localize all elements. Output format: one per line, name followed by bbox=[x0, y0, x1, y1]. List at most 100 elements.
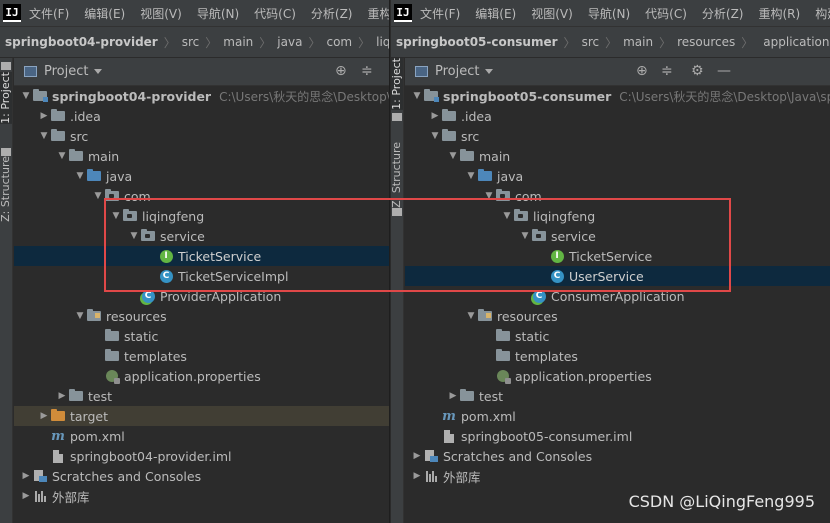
tree-row[interactable]: ▶test bbox=[14, 386, 389, 406]
tree-row[interactable]: ▶Scratches and Consoles bbox=[14, 466, 389, 486]
tree-row[interactable]: ▼liqingfeng bbox=[14, 206, 389, 226]
tree-row[interactable]: ▶test bbox=[405, 386, 830, 406]
panel-title[interactable]: Project bbox=[435, 64, 480, 79]
chevron-down-icon[interactable]: ▼ bbox=[76, 311, 84, 321]
chevron-right-icon[interactable]: ▶ bbox=[431, 111, 439, 121]
panel-title[interactable]: Project bbox=[44, 64, 89, 79]
intellij-logo-icon[interactable]: IJ bbox=[394, 4, 412, 22]
chevron-down-icon[interactable]: ▼ bbox=[22, 91, 30, 101]
tree-row[interactable]: ▼resources bbox=[14, 306, 389, 326]
tree-row[interactable]: ▼liqingfeng bbox=[405, 206, 830, 226]
tree-row[interactable]: ▶springboot04-provider.iml bbox=[14, 446, 389, 466]
tab-project[interactable]: 1: Project bbox=[0, 72, 12, 124]
tree-row[interactable]: ▶外部库 bbox=[14, 486, 389, 506]
breadcrumb-item[interactable]: com bbox=[326, 35, 353, 49]
tree-row[interactable]: ▶application.properties bbox=[14, 366, 389, 386]
chevron-right-icon[interactable]: ▶ bbox=[22, 471, 30, 481]
tree-row[interactable]: ▼main bbox=[14, 146, 389, 166]
menu-item[interactable]: 文件(F) bbox=[420, 6, 461, 21]
tab-structure[interactable]: Z: Structure bbox=[391, 142, 403, 208]
chevron-down-icon[interactable]: ▼ bbox=[485, 191, 493, 201]
breadcrumb-item[interactable]: springboot05-consumer bbox=[396, 35, 558, 49]
menu-item[interactable]: 编辑(E) bbox=[475, 6, 517, 21]
tree-row[interactable]: ▶Scratches and Consoles bbox=[405, 446, 830, 466]
chevron-down-icon[interactable]: ▼ bbox=[58, 151, 66, 161]
breadcrumb-item[interactable]: liqingfeng bbox=[376, 35, 390, 49]
tab-structure[interactable]: Z: Structure bbox=[0, 156, 12, 222]
tree-row[interactable]: ▶.idea bbox=[14, 106, 389, 126]
locate-icon[interactable]: ⊕ bbox=[335, 63, 347, 79]
tree-row[interactable]: ▼service bbox=[14, 226, 389, 246]
breadcrumb-item[interactable]: springboot04-provider bbox=[5, 35, 158, 49]
breadcrumb-item[interactable]: application.prope bbox=[763, 35, 830, 49]
tree-row[interactable]: ▶static bbox=[14, 326, 389, 346]
chevron-right-icon[interactable]: ▶ bbox=[413, 451, 421, 461]
menu-item[interactable]: 导航(N) bbox=[196, 6, 240, 21]
menu-item[interactable]: 编辑(E) bbox=[84, 6, 126, 21]
tree-row[interactable]: ▶templates bbox=[14, 346, 389, 366]
chevron-down-icon[interactable] bbox=[94, 69, 103, 74]
collapse-all-icon[interactable]: ≑ bbox=[361, 63, 373, 79]
tree-row[interactable]: ▼com bbox=[14, 186, 389, 206]
tree-row[interactable]: ▼com bbox=[405, 186, 830, 206]
chevron-down-icon[interactable]: ▼ bbox=[503, 211, 511, 221]
chevron-down-icon[interactable]: ▼ bbox=[467, 171, 475, 181]
chevron-down-icon[interactable]: ▼ bbox=[130, 231, 138, 241]
chevron-down-icon[interactable]: ▼ bbox=[431, 131, 439, 141]
tree-row[interactable]: ▶外部库 bbox=[405, 466, 830, 486]
chevron-right-icon[interactable]: ▶ bbox=[449, 391, 457, 401]
chevron-right-icon[interactable]: ▶ bbox=[40, 111, 48, 121]
menu-item[interactable]: 视图(V) bbox=[531, 6, 573, 21]
menu-item[interactable]: 重构(R) bbox=[367, 6, 390, 21]
chevron-down-icon[interactable]: ▼ bbox=[76, 171, 84, 181]
tab-project[interactable]: 1: Project bbox=[391, 58, 403, 110]
chevron-down-icon[interactable]: ▼ bbox=[449, 151, 457, 161]
menu-item[interactable]: 文件(F) bbox=[29, 6, 70, 21]
chevron-down-icon[interactable]: ▼ bbox=[467, 311, 475, 321]
menu-item[interactable]: 重构(R) bbox=[758, 6, 801, 21]
tree-row[interactable]: ▼java bbox=[405, 166, 830, 186]
tree-row[interactable]: ▼main bbox=[405, 146, 830, 166]
breadcrumb-item[interactable]: java bbox=[277, 35, 303, 49]
menu-item[interactable]: 代码(C) bbox=[254, 6, 296, 21]
chevron-right-icon[interactable]: ▶ bbox=[58, 391, 66, 401]
menu-item[interactable]: 导航(N) bbox=[587, 6, 631, 21]
hide-icon[interactable]: — bbox=[717, 63, 731, 79]
tree-row[interactable]: ▼java bbox=[14, 166, 389, 186]
tree-row[interactable]: ▶application.properties bbox=[405, 366, 830, 386]
chevron-right-icon[interactable]: ▶ bbox=[40, 411, 48, 421]
menu-item[interactable]: 分析(Z) bbox=[310, 6, 353, 21]
chevron-right-icon[interactable]: ▶ bbox=[413, 471, 421, 481]
breadcrumb-item[interactable]: main bbox=[623, 35, 654, 49]
chevron-down-icon[interactable] bbox=[485, 69, 494, 74]
gear-icon[interactable]: ⚙ bbox=[691, 63, 704, 79]
menu-item[interactable]: 构建(B) bbox=[815, 6, 830, 21]
intellij-logo-icon[interactable]: IJ bbox=[3, 4, 21, 22]
collapse-all-icon[interactable]: ≑ bbox=[661, 63, 673, 79]
tree-row[interactable]: ▶target bbox=[14, 406, 389, 426]
tree-row[interactable]: ▶static bbox=[405, 326, 830, 346]
tree-row[interactable]: ▼resources bbox=[405, 306, 830, 326]
tree-row[interactable]: ▶springboot05-consumer.iml bbox=[405, 426, 830, 446]
chevron-down-icon[interactable]: ▼ bbox=[40, 131, 48, 141]
chevron-down-icon[interactable]: ▼ bbox=[94, 191, 102, 201]
menu-item[interactable]: 代码(C) bbox=[645, 6, 687, 21]
breadcrumb-item[interactable]: src bbox=[181, 35, 200, 49]
menu-item[interactable]: 视图(V) bbox=[140, 6, 182, 21]
breadcrumb-item[interactable]: resources bbox=[677, 35, 736, 49]
menu-item[interactable]: 分析(Z) bbox=[701, 6, 744, 21]
tree-row[interactable]: ▶templates bbox=[405, 346, 830, 366]
tree-row[interactable]: ▼service bbox=[405, 226, 830, 246]
breadcrumb-item[interactable]: main bbox=[223, 35, 254, 49]
chevron-down-icon[interactable]: ▼ bbox=[521, 231, 529, 241]
tree-row[interactable]: ▶.idea bbox=[405, 106, 830, 126]
